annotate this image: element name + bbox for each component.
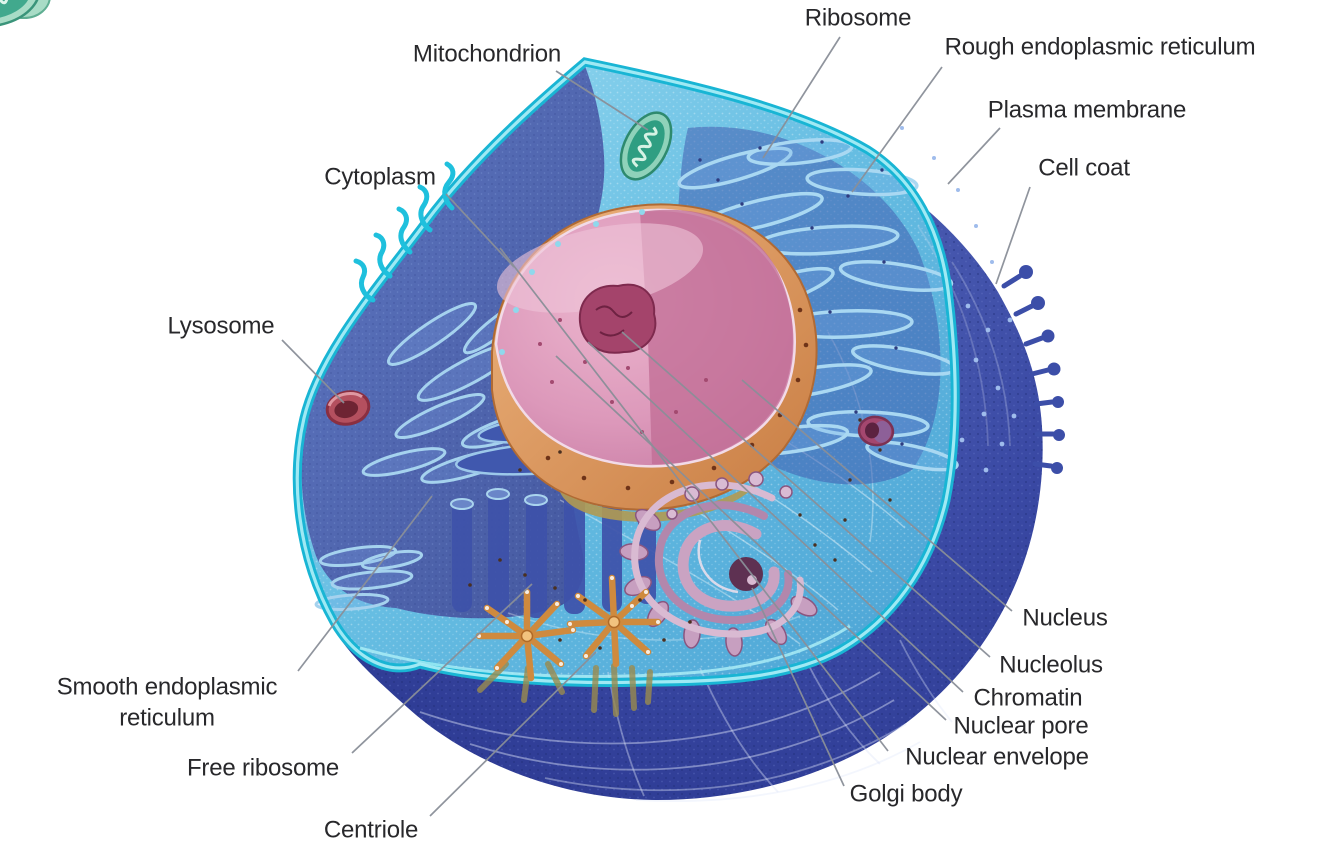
mitochondrion-top — [619, 111, 673, 181]
leader-nuclear-envelope — [499, 247, 889, 752]
label-mitochondrion: Mitochondrion — [412, 40, 562, 68]
label-nucleus: Nucleus — [1022, 604, 1108, 632]
leader-lines — [281, 36, 1031, 817]
leader-smooth-er — [297, 495, 433, 672]
leader-chromatin — [587, 341, 964, 693]
label-nucleolus: Nucleolus — [999, 651, 1103, 679]
leader-golgi-body — [751, 587, 845, 787]
free-ribosome-dots — [468, 418, 892, 650]
label-nuclear-envelope: Nuclear envelope — [905, 743, 1089, 771]
leader-cell-coat — [995, 186, 1031, 285]
centriole-graphic — [475, 574, 662, 717]
leader-free-ribosome — [351, 583, 533, 754]
leader-nucleolus — [621, 331, 991, 658]
leader-rough-er — [851, 66, 943, 193]
nucleus-graphic — [491, 203, 818, 522]
golgi-graphic — [619, 471, 818, 657]
lysosome-small — [857, 415, 895, 447]
leader-mitochondrion — [555, 70, 649, 131]
cell-coat-dots — [900, 126, 1017, 473]
cell-coat-spikes — [1001, 265, 1065, 474]
label-nuclear-pore: Nuclear pore — [953, 712, 1089, 740]
golgi-vesicles — [666, 471, 793, 520]
nucleolus-graphic — [578, 283, 657, 354]
sphere-grid-lines — [419, 225, 1011, 803]
microvilli — [353, 161, 456, 303]
label-golgi-body: Golgi body — [849, 780, 963, 808]
label-smooth-er: Smooth endoplasmic reticulum — [56, 673, 278, 731]
plasma-membrane-edge — [297, 62, 955, 682]
label-plasma-membrane: Plasma membrane — [987, 96, 1187, 124]
label-lysosome: Lysosome — [167, 312, 275, 340]
leader-nucleus — [741, 379, 1013, 612]
label-rough-er: Rough endoplasmic reticulum — [944, 33, 1256, 61]
label-cell-coat: Cell coat — [1038, 154, 1130, 182]
leader-nuclear-pore — [555, 355, 947, 721]
label-cytoplasm: Cytoplasm — [324, 163, 436, 191]
lysosome-graphic — [325, 390, 371, 426]
nuclear-pore-specks — [545, 307, 809, 491]
nuclear-underside — [560, 478, 762, 522]
leader-ribosome — [762, 36, 841, 159]
leader-centriole — [429, 651, 597, 817]
label-centriole: Centriole — [323, 816, 419, 844]
leader-cytoplasm — [445, 193, 515, 268]
leader-lysosome — [281, 339, 345, 404]
label-free-ribosome: Free ribosome — [186, 754, 340, 782]
label-ribosome: Ribosome — [804, 4, 912, 32]
mitochondrion-right — [0, 0, 51, 28]
nuclear-pore-notches — [499, 209, 645, 355]
label-chromatin: Chromatin — [973, 684, 1083, 712]
leader-plasma-membrane — [947, 127, 1001, 185]
